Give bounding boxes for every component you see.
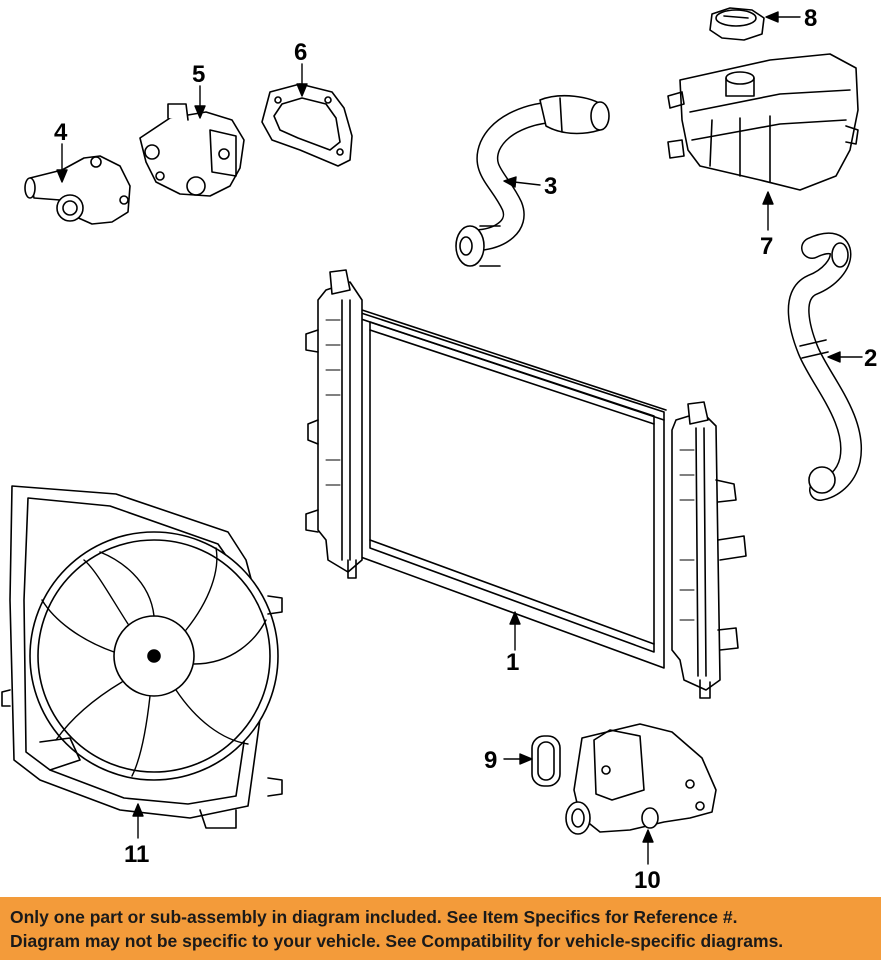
seal-part-9 — [531, 735, 561, 787]
radiator-part-1 — [305, 269, 747, 699]
callout-2: 2 — [864, 345, 877, 372]
callout-6: 6 — [294, 39, 307, 66]
fan-shroud-part-11 — [1, 485, 283, 829]
cooling-system-exploded-diagram: 1 2 3 4 5 6 7 8 9 10 11 — [1, 5, 877, 894]
lower-hose-part-2 — [787, 232, 863, 501]
gasket-part-6 — [261, 83, 353, 167]
callout-3: 3 — [544, 173, 557, 200]
disclaimer-line-2: Diagram may not be specific to your vehi… — [10, 931, 784, 951]
callout-10: 10 — [634, 867, 661, 894]
water-outlet-part-10 — [565, 723, 717, 835]
callout-7: 7 — [760, 233, 773, 260]
coolant-reservoir-part-7 — [667, 53, 859, 191]
callout-5: 5 — [192, 61, 205, 88]
upper-hose-part-3 — [455, 94, 610, 267]
disclaimer-banner: Only one part or sub-assembly in diagram… — [0, 897, 881, 960]
disclaimer-line-1: Only one part or sub-assembly in diagram… — [10, 907, 738, 927]
callout-numbers: 1 2 3 4 5 6 7 8 9 10 11 — [54, 5, 877, 894]
callout-9: 9 — [484, 747, 497, 774]
leader-lines — [56, 11, 863, 865]
callout-8: 8 — [804, 5, 817, 32]
callout-1: 1 — [506, 649, 519, 676]
reservoir-cap-part-8 — [709, 7, 765, 41]
callout-4: 4 — [54, 119, 68, 146]
callout-11: 11 — [124, 841, 149, 868]
water-outlet-part-4 — [24, 155, 131, 225]
thermostat-housing-part-5 — [139, 103, 245, 197]
